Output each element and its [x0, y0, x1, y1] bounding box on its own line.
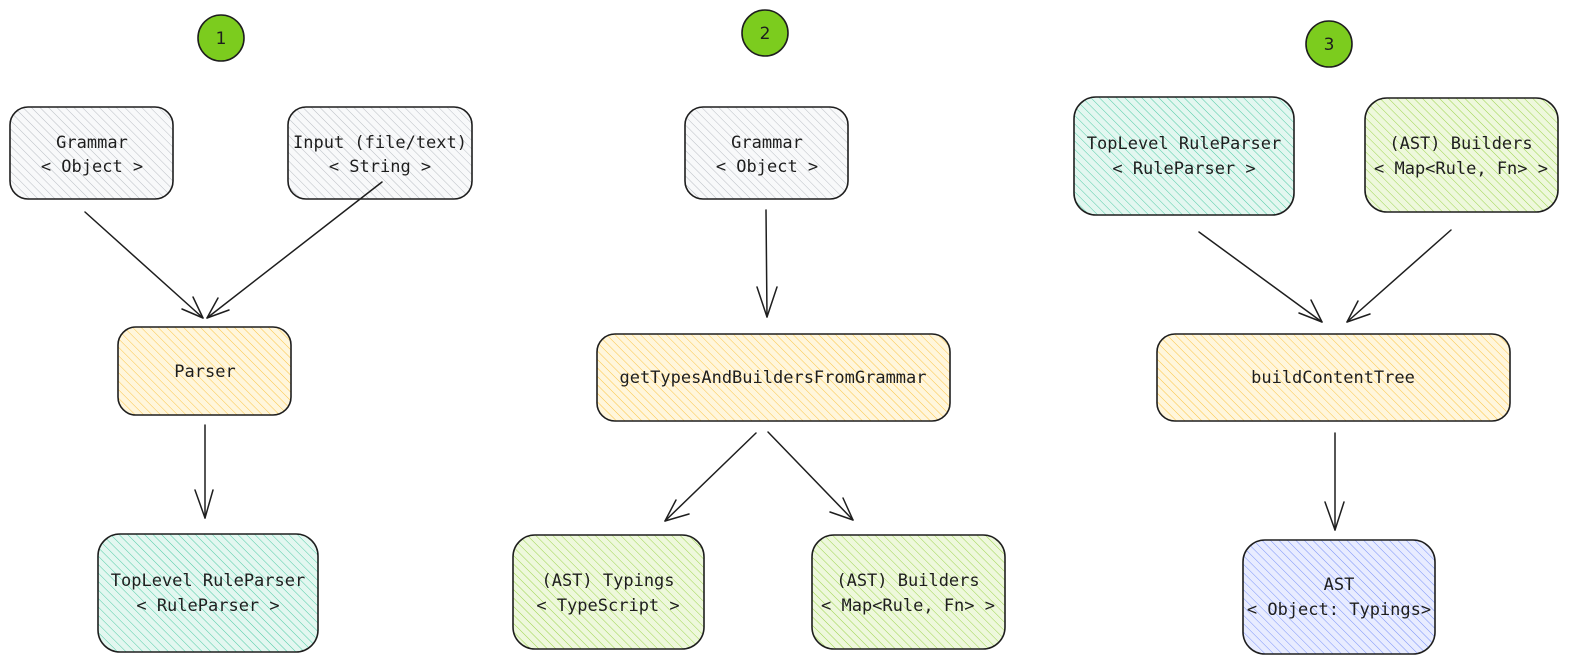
node-ast-3: AST < Object: Typings>: [1242, 539, 1436, 655]
edge-parser-to-toplevel-1: [194, 424, 214, 519]
edge-gettypes-to-builders-2: [767, 431, 854, 521]
node-line: (AST) Builders: [1389, 134, 1532, 154]
node-line: < RuleParser >: [1112, 159, 1255, 179]
edge-toplevel-to-buildcontent-3: [1198, 231, 1323, 323]
node-line: < Map<Rule, Fn> >: [1374, 159, 1548, 179]
node-line: Grammar: [731, 133, 803, 153]
step-number: 1: [216, 29, 227, 49]
node-line: < String >: [329, 157, 431, 177]
node-line: < Object >: [41, 157, 143, 177]
node-line: < TypeScript >: [536, 596, 679, 616]
edge-builders-to-buildcontent-3: [1346, 229, 1452, 323]
node-toplevel-1: TopLevel RuleParser < RuleParser >: [97, 533, 319, 653]
node-line: Grammar: [56, 133, 128, 153]
node-grammar-1: Grammar < Object >: [9, 106, 174, 200]
node-grammar-2: Grammar < Object >: [684, 106, 849, 200]
edge-input-to-parser-1: [206, 181, 383, 319]
edge-grammar-to-gettypes-2: [756, 209, 778, 318]
node-typings-2: (AST) Typings < TypeScript >: [512, 534, 705, 650]
node-line: buildContentTree: [1251, 368, 1415, 388]
node-toplevel-3: TopLevel RuleParser < RuleParser >: [1073, 96, 1295, 216]
node-builders-3: (AST) Builders < Map<Rule, Fn> >: [1364, 97, 1559, 213]
node-line: getTypesAndBuildersFromGrammar: [619, 368, 926, 388]
node-line: (AST) Typings: [541, 571, 674, 591]
node-gettypes-2: getTypesAndBuildersFromGrammar: [596, 333, 951, 422]
node-line: < RuleParser >: [136, 596, 279, 616]
node-line: < Object >: [716, 157, 818, 177]
edge-grammar-to-parser-1: [84, 211, 204, 319]
step-number: 2: [760, 24, 771, 44]
node-line: TopLevel RuleParser: [1087, 134, 1281, 154]
node-line: < Object: Typings>: [1247, 600, 1431, 620]
node-input-1: Input (file/text) < String >: [287, 106, 473, 200]
node-line: < Map<Rule, Fn> >: [821, 596, 995, 616]
step-badge-2: 2: [741, 9, 789, 57]
node-parser-1: Parser: [117, 326, 292, 416]
edge-gettypes-to-typings-2: [664, 432, 757, 522]
node-line: Input (file/text): [293, 133, 467, 153]
step-badge-3: 3: [1305, 20, 1353, 68]
node-builders-2: (AST) Builders < Map<Rule, Fn> >: [811, 534, 1006, 650]
step-badge-1: 1: [197, 14, 245, 62]
edge-buildcontent-to-ast-3: [1324, 432, 1345, 531]
step-number: 3: [1324, 35, 1335, 55]
node-line: TopLevel RuleParser: [111, 571, 305, 591]
node-line: (AST) Builders: [836, 571, 979, 591]
node-buildcontent-3: buildContentTree: [1156, 333, 1511, 422]
node-line: Parser: [174, 362, 235, 382]
node-line: AST: [1324, 575, 1355, 595]
